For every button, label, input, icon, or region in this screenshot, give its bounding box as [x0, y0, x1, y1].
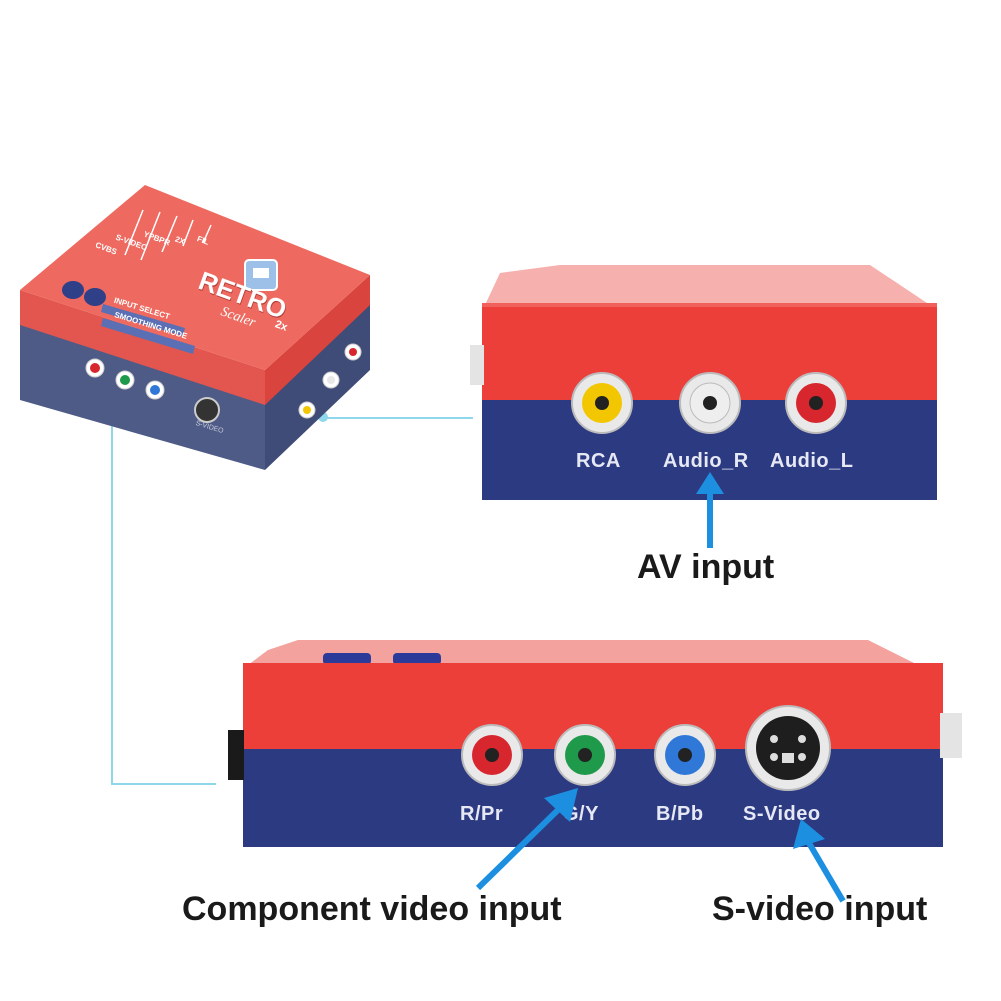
av-port-label-audio-r: Audio_R	[663, 450, 749, 472]
av-port-label-rca: RCA	[576, 450, 621, 472]
av-panel-image: RCA Audio_R Audio_L	[470, 255, 950, 505]
component-port-label-s-video: S-Video	[743, 803, 821, 825]
av-port-label-audio-l: Audio_L	[770, 450, 854, 472]
connector-line-vertical	[111, 412, 113, 784]
component-panel-image: R/Pr G/Y B/Pb S-Video	[228, 635, 968, 850]
connector-line-av	[323, 417, 473, 419]
component-port-label-b-pb: B/Pb	[656, 803, 704, 825]
connector-dot-av	[318, 412, 328, 422]
retroscaler-device-image: CVBS S-VIDEO YPBPR 2X FIL RETRO Scaler 2…	[15, 180, 375, 470]
av-input-callout: AV input	[637, 548, 775, 586]
svideo-input-arrow-icon	[793, 819, 846, 903]
component-port-label-r-pr: R/Pr	[460, 803, 504, 825]
connector-line-component	[111, 783, 216, 785]
svideo-input-callout: S-video input	[712, 890, 928, 928]
component-input-callout: Component video input	[182, 890, 562, 928]
component-input-arrow-icon	[475, 788, 578, 891]
av-input-arrow-icon	[696, 472, 724, 548]
